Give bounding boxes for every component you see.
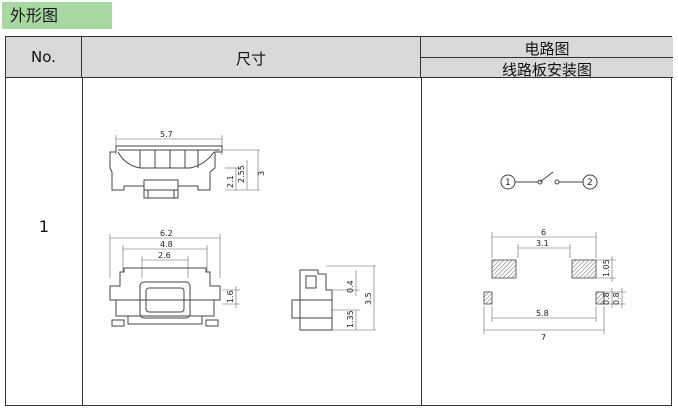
header-size: 尺寸: [82, 37, 421, 78]
dim-pcb-w-outer-top: 6: [541, 228, 546, 237]
dim-side-h1: 0.4: [346, 280, 355, 293]
pcb-layout-drawing: [483, 232, 626, 334]
spec-table: No. 尺寸 电路图 线路板安装图 1: [5, 36, 673, 406]
dim-pcb-w-inner-bottom: 5.8: [536, 309, 549, 318]
dim-pcb-pad-s1: 0.8: [602, 292, 611, 305]
pcb-pad-bottom-left: [483, 291, 493, 305]
dim-front-w3: 2.6: [158, 251, 171, 260]
header-right: 电路图 线路板安装图: [421, 37, 673, 79]
pcb-pad-bottom-right: [595, 291, 605, 305]
dim-pcb-w-inner-top: 3.1: [536, 239, 549, 248]
header-pcb-label: 线路板安装图: [501, 61, 592, 79]
header-split-line: [421, 57, 673, 58]
dim-top-width: 5.7: [160, 130, 173, 139]
side-view-drawing: [291, 265, 376, 331]
circuit-diagram: [500, 171, 598, 190]
dim-front-h: 1.6: [226, 290, 235, 303]
header-no: No.: [6, 37, 82, 78]
circuit-pin-1: 1: [505, 178, 511, 188]
circuit-pin-2: 2: [587, 178, 593, 188]
dim-pcb-pad-s2: 0.8: [612, 292, 621, 305]
dim-front-w1: 6.2: [160, 229, 173, 238]
dim-top-h1: 2.1: [226, 175, 235, 188]
dim-top-h2: 2.55: [237, 165, 246, 183]
row-number: 1: [38, 217, 50, 236]
header-size-label: 尺寸: [235, 50, 266, 68]
header-circuit-label: 电路图: [524, 40, 570, 58]
size-column: [82, 78, 422, 405]
pcb-pad-top-right: [571, 259, 597, 279]
pcb-pad-top-left: [491, 259, 517, 279]
front-view-drawing: [109, 234, 240, 327]
section-title: 外形图: [2, 2, 112, 29]
dim-front-w2: 4.8: [160, 240, 173, 249]
no-column: [6, 78, 83, 405]
header-no-label: No.: [31, 48, 56, 66]
dim-pcb-w-outer-bottom: 7: [541, 333, 546, 342]
dim-top-h3: 3: [257, 171, 266, 176]
dim-side-h3: 1.35: [346, 310, 355, 328]
top-view-drawing: [109, 135, 260, 199]
dim-pcb-pad-h: 1.05: [602, 259, 611, 277]
dim-side-h2: 3.5: [364, 292, 373, 305]
